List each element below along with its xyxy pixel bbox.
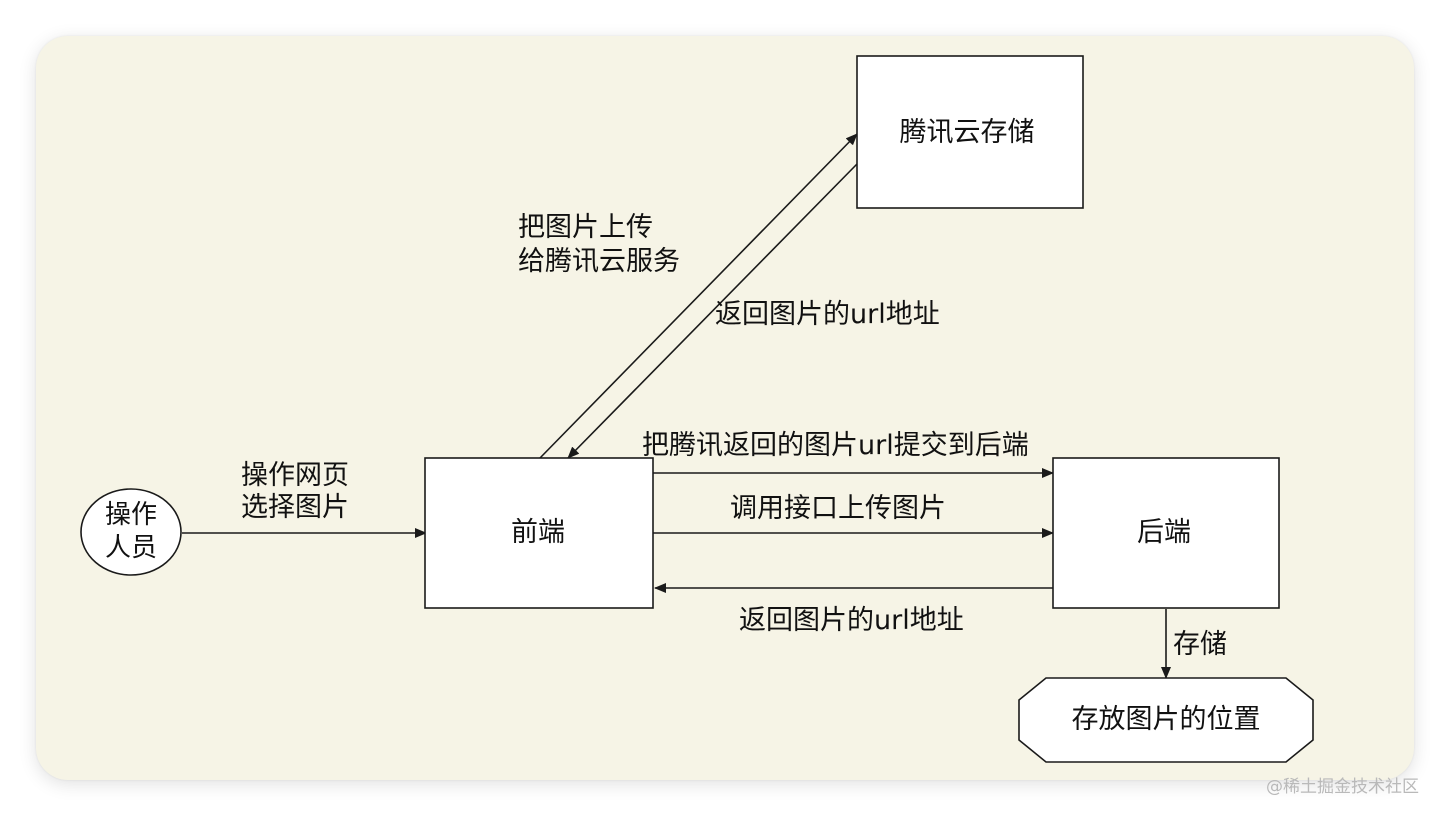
edge-label-actor-line-2: 选择图片 xyxy=(241,492,349,523)
edge-cloud-to-frontend xyxy=(567,163,858,459)
edge-label-upload-line-2: 给腾讯云服务 xyxy=(518,246,680,277)
diagram-card xyxy=(36,36,1414,780)
node-cloud-storage: 腾讯云存储 xyxy=(856,55,1084,209)
node-frontend: 前端 xyxy=(424,457,654,609)
edge-frontend-to-cloud xyxy=(539,133,858,459)
edge-label-cloud-return-url: 返回图片的url地址 xyxy=(715,299,940,330)
node-backend: 后端 xyxy=(1052,457,1280,609)
node-actor-line-1: 操作 xyxy=(105,500,157,530)
node-frontend-label: 前端 xyxy=(511,517,565,548)
edge-label-actor-line-1: 操作网页 xyxy=(241,460,349,491)
node-storage-location-label: 存放图片的位置 xyxy=(1072,704,1261,735)
node-actor: 操作 人员 xyxy=(80,488,182,576)
node-storage-location: 存放图片的位置 xyxy=(1018,677,1314,763)
node-backend-label: 后端 xyxy=(1137,517,1191,548)
edge-label-store: 存储 xyxy=(1173,629,1227,660)
edge-label-upload-line-1: 把图片上传 xyxy=(518,212,653,243)
edge-label-backend-return-url: 返回图片的url地址 xyxy=(739,605,964,636)
edge-label-submit-url: 把腾讯返回的图片url提交到后端 xyxy=(642,430,1029,461)
watermark: @稀土掘金技术社区 xyxy=(1266,777,1419,797)
node-actor-line-2: 人员 xyxy=(105,533,157,563)
edge-label-call-api: 调用接口上传图片 xyxy=(730,493,946,524)
node-cloud-storage-label: 腾讯云存储 xyxy=(900,117,1035,148)
